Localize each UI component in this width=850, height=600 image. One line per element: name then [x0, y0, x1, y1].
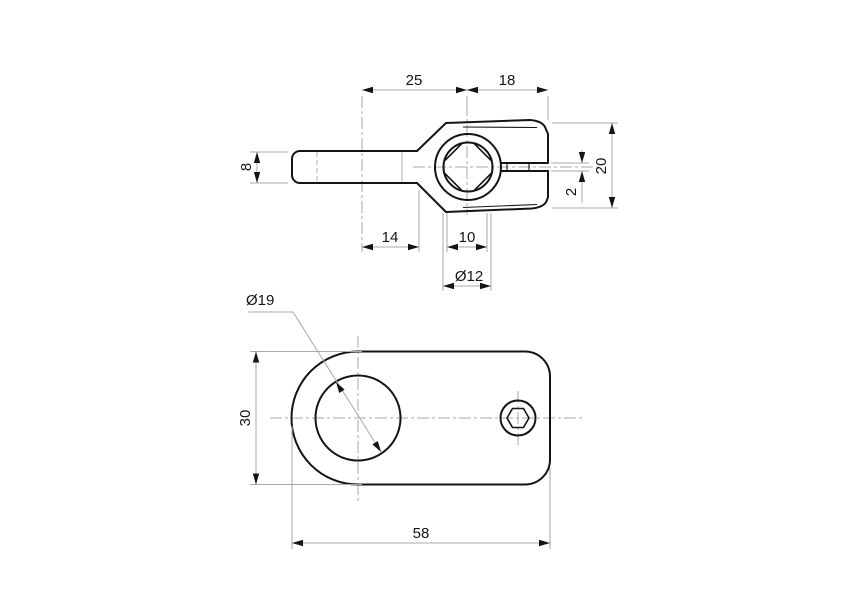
- dim-8: 8: [238, 151, 288, 184]
- dim-dia19: Ø19: [246, 292, 382, 453]
- dim-18-label: 18: [499, 72, 516, 89]
- dim-8-label: 8: [238, 163, 255, 171]
- boss-circle: [434, 133, 502, 201]
- arrowhead: [408, 243, 419, 251]
- clamp-body-top-outline: [416, 119, 549, 164]
- dim-dia12: Ø12: [442, 213, 492, 291]
- arrowhead: [467, 86, 478, 94]
- bore-flat-sw: [444, 172, 463, 191]
- arrowhead: [456, 86, 467, 94]
- dim-14: 14: [362, 190, 420, 252]
- arrowhead: [476, 243, 487, 251]
- arrowhead: [253, 152, 261, 163]
- dim-58: 58: [291, 426, 551, 549]
- arrowhead: [336, 382, 345, 393]
- dim-25-label: 25: [406, 72, 423, 89]
- dim-30: 30: [237, 351, 362, 485]
- dim-18: 18: [467, 72, 548, 94]
- clamp-body-bottom-outline: [416, 170, 549, 213]
- arrowhead: [539, 539, 550, 547]
- bore-flat-ne: [473, 143, 492, 162]
- arrowhead: [578, 152, 586, 163]
- arrowhead: [252, 351, 260, 363]
- plate-outline: [290, 350, 551, 486]
- arrowhead: [447, 243, 458, 251]
- arrowhead: [608, 123, 616, 134]
- arrowhead: [372, 441, 381, 452]
- plan-view: Ø19 30 58: [237, 292, 583, 549]
- front-view: 25 18 8 20: [238, 72, 618, 291]
- dim-2-label: 2: [563, 188, 580, 196]
- dim-20-label: 20: [593, 158, 610, 175]
- dim-2: 2: [551, 150, 589, 203]
- arrowhead: [443, 282, 454, 290]
- arrowhead: [578, 171, 586, 182]
- bore-flat-nw: [444, 143, 463, 162]
- arrowhead: [253, 172, 261, 183]
- arrowhead: [537, 86, 548, 94]
- dim-10-label: 10: [459, 229, 476, 246]
- bore-flat-se: [473, 172, 492, 191]
- arrowhead: [252, 473, 260, 485]
- bottom-chamfer-edge: [462, 203, 538, 209]
- plate-bore-circle: [314, 374, 402, 462]
- dim-dia19-label: Ø19: [246, 292, 274, 309]
- dim-30-label: 30: [237, 410, 254, 427]
- arrowhead: [608, 197, 616, 208]
- arrowhead: [362, 243, 373, 251]
- hex-socket-icon: [506, 407, 530, 429]
- dim-10: 10: [446, 213, 488, 252]
- dim-14-label: 14: [382, 229, 399, 246]
- screw-head-circle: [499, 399, 537, 437]
- arrowhead: [480, 282, 491, 290]
- dim-20: 20: [552, 122, 618, 209]
- dim-dia12-label: Ø12: [455, 268, 483, 285]
- handle-outline: [291, 150, 418, 184]
- arrowhead: [362, 86, 373, 94]
- dim-58-label: 58: [413, 525, 430, 542]
- arrowhead: [292, 539, 303, 547]
- bore-circle: [442, 141, 494, 193]
- dim-25: 25: [362, 72, 549, 120]
- top-chamfer-edge: [462, 126, 538, 129]
